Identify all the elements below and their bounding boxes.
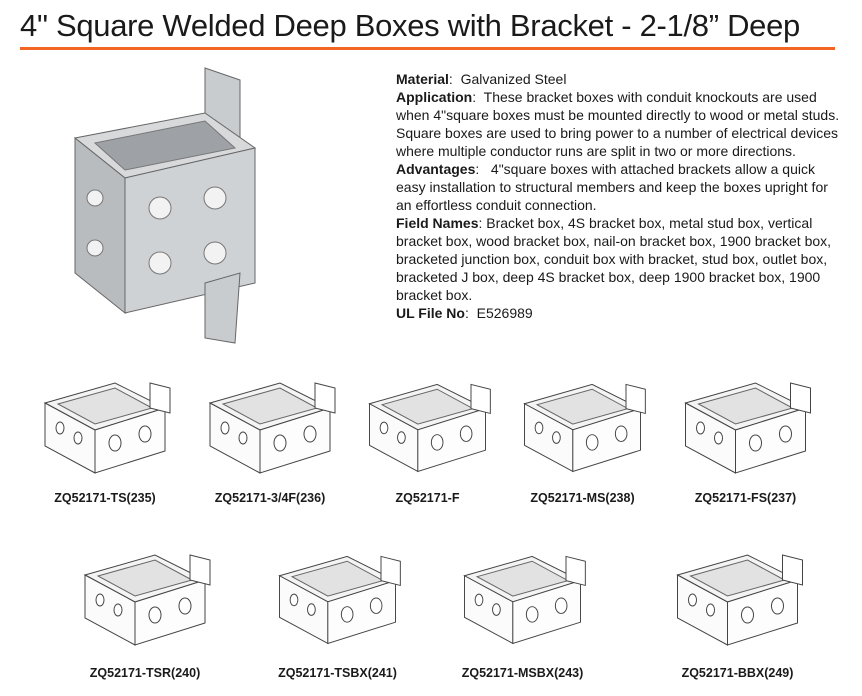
product-item: ZQ52171-MS(238) xyxy=(510,368,655,505)
title-underline xyxy=(20,47,835,50)
ul-file-value: E526989 xyxy=(476,305,533,321)
product-model-label: ZQ52171-F xyxy=(395,491,460,505)
product-item: ZQ52171-3/4F(236) xyxy=(195,368,345,505)
product-image xyxy=(195,368,345,488)
product-item: ZQ52171-TS(235) xyxy=(30,368,180,505)
product-image xyxy=(668,368,823,488)
product-model-label: ZQ52171-BBX(249) xyxy=(681,666,794,680)
product-model-label: ZQ52171-3/4F(236) xyxy=(214,491,326,505)
field-names-label: Field Names xyxy=(396,215,479,231)
material-value: Galvanized Steel xyxy=(460,71,567,87)
product-model-label: ZQ52171-FS(237) xyxy=(694,491,797,505)
product-model-label: ZQ52171-MS(238) xyxy=(530,491,635,505)
product-item: ZQ52171-MSBX(243) xyxy=(450,540,595,680)
material-label: Material xyxy=(396,71,449,87)
main-product-image xyxy=(55,58,290,348)
product-image xyxy=(510,368,655,488)
product-specifications: Material: Galvanized Steel Application: … xyxy=(396,71,840,321)
product-item: ZQ52171-TSBX(241) xyxy=(265,540,410,680)
product-image xyxy=(355,368,500,488)
product-image xyxy=(450,540,595,660)
product-image xyxy=(30,368,180,488)
product-model-label: ZQ52171-MSBX(243) xyxy=(461,666,584,680)
product-image xyxy=(70,540,220,660)
ul-file-label: UL File No xyxy=(396,305,465,321)
application-label: Application xyxy=(396,89,473,105)
product-item: ZQ52171-FS(237) xyxy=(668,368,823,505)
product-image xyxy=(265,540,410,660)
product-model-label: ZQ52171-TSR(240) xyxy=(89,666,201,680)
advantages-label: Advantages xyxy=(396,161,476,177)
product-image xyxy=(650,540,825,660)
product-model-label: ZQ52171-TSBX(241) xyxy=(278,666,397,680)
product-model-label: ZQ52171-TS(235) xyxy=(54,491,156,505)
application-value: These bracket boxes with conduit knockou… xyxy=(396,89,840,159)
field-names-value: Bracket box, 4S bracket box, metal stud … xyxy=(396,215,832,303)
product-item: ZQ52171-BBX(249) xyxy=(650,540,825,680)
page-title: 4" Square Welded Deep Boxes with Bracket… xyxy=(20,8,800,43)
product-item: ZQ52171-TSR(240) xyxy=(70,540,220,680)
product-item: ZQ52171-F xyxy=(355,368,500,505)
advantages-value: 4"square boxes with attached brackets al… xyxy=(396,161,828,213)
